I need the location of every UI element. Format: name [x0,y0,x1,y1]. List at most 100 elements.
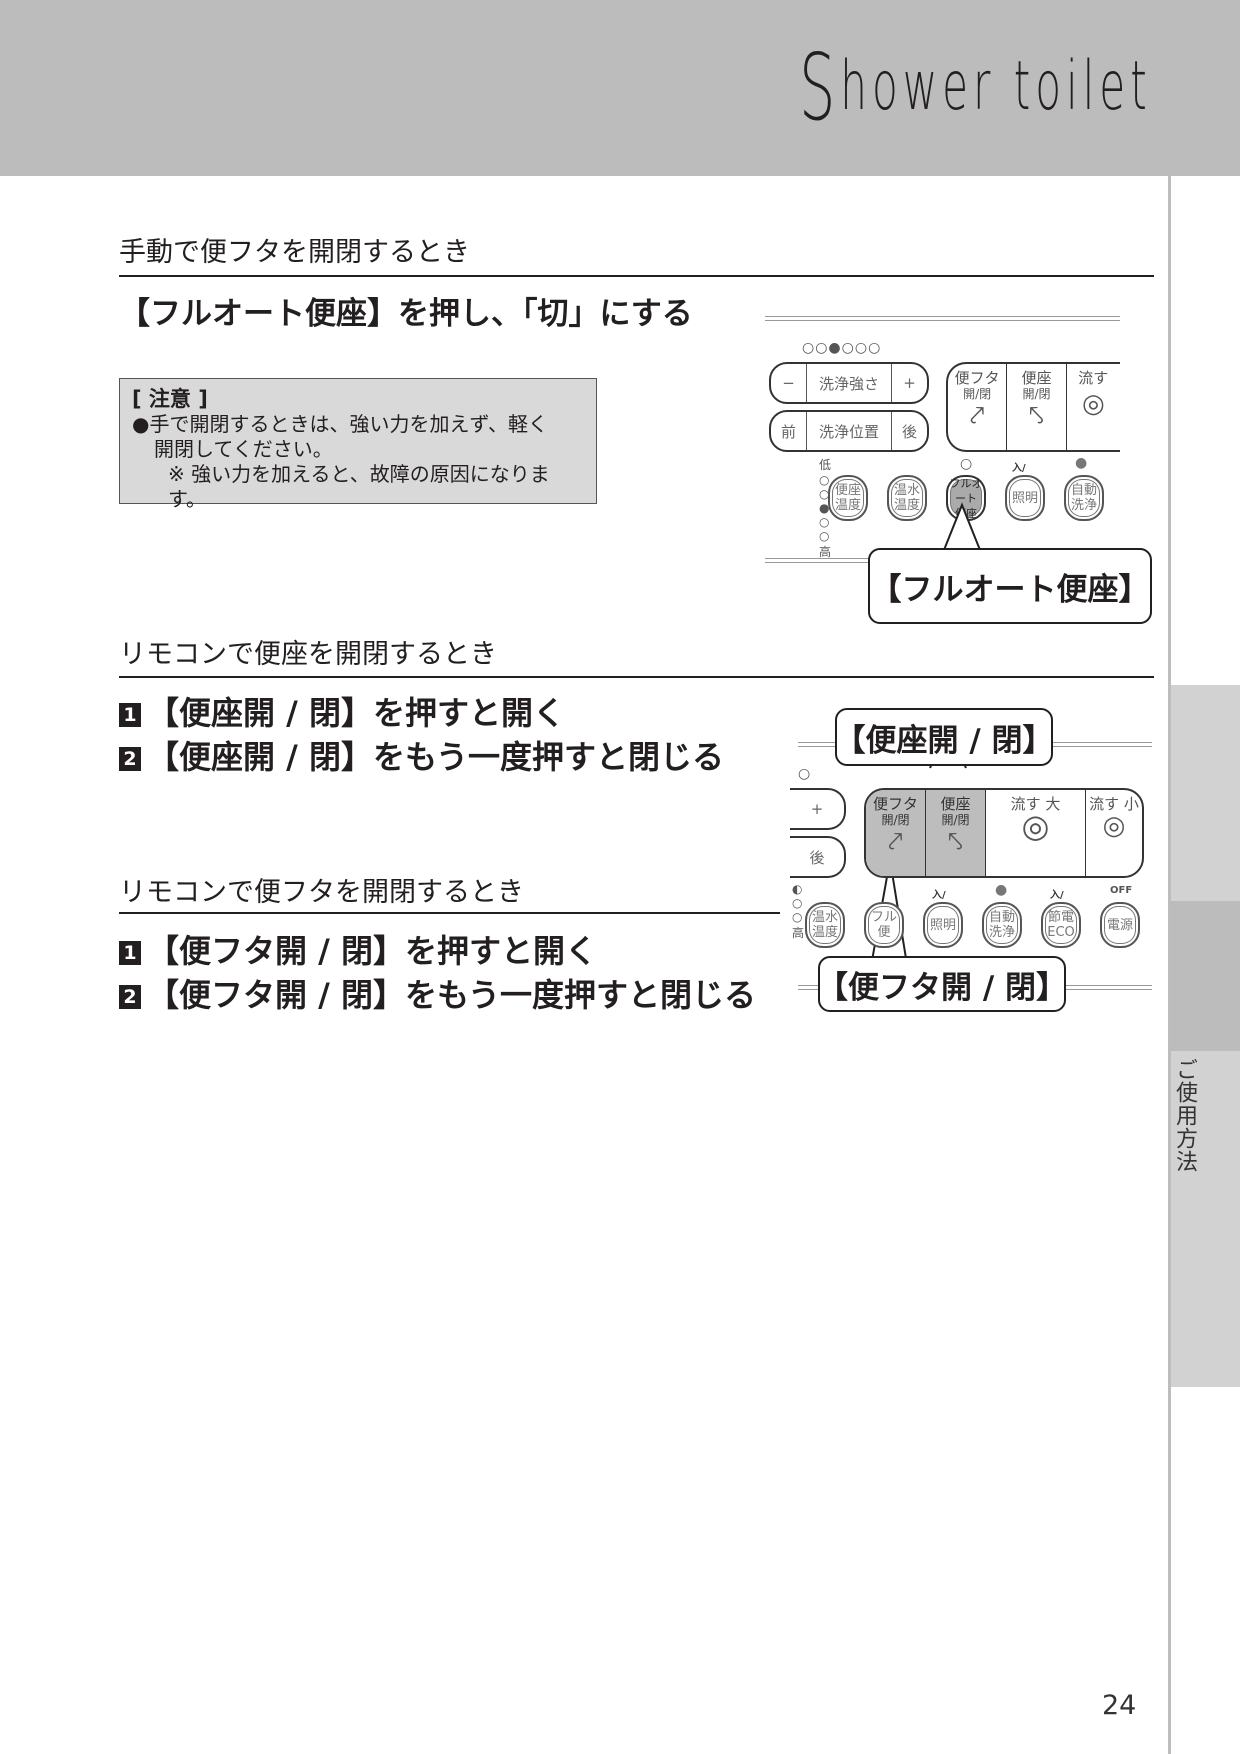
brand-initial: S [799,34,841,141]
toilet-lid-icon: ⤤ [888,827,903,857]
side-tab-label: ご使用方法 [1172,1058,1197,1173]
open-close-panel-1: 便フタ 開/閉 ⤤ 便座 開/閉 ⤣ 流す ◎ [946,362,1120,452]
lid-open-close-button-1[interactable]: 便フタ 開/閉 ⤤ [948,364,1008,450]
caution-line-1: ●手で開閉するときは、強い力を加えず、軽く [132,412,549,436]
side-tab-usage [1171,1051,1240,1387]
callout-full-auto-seat: 【フルオート便座】 [868,548,1152,624]
step-text: 【便フタ開 / 閉】をもう一度押すと閉じる [147,976,757,1014]
seat-step-2: 2【便座開 / 閉】をもう一度押すと閉じる [119,732,724,778]
section-rule [119,275,1154,277]
caution-title: [ 注意 ] [132,387,208,411]
page-number: 24 [1102,1690,1137,1721]
remote2-plus-button[interactable]: + [790,788,846,830]
water-temp-button[interactable]: 温水 温度 [887,475,927,521]
section-heading-manual-lid: 手動で便フタを開閉するとき [119,237,470,268]
flush-label: 流す [1078,369,1109,387]
callout-lid-open-close: 【便フタ開 / 閉】 [817,956,1067,1012]
off-label: OFF [1110,885,1133,896]
section-heading-remote-lid: リモコンで便フタを開閉するとき [119,877,524,908]
lid-sub-label: 開/閉 [881,813,910,827]
swirl-small-icon: ◎ [1102,811,1126,841]
full-auto-indicator: ○ [960,456,974,472]
brand-text: hower toilet [840,47,1152,126]
lid-label: 便フタ [872,795,918,813]
side-tab-light [1171,685,1240,901]
remote2-bottom-line-left [798,985,820,990]
water-temp-button-2[interactable]: 温水 温度 [805,902,845,948]
remote2-top-line-right [1052,742,1152,747]
flush-large-button[interactable]: 流す 大 ◎ [986,790,1086,876]
seat-open-close-button[interactable]: 便座 開/閉 ⤣ [926,790,986,876]
lid-label: 便フタ [954,369,1000,387]
position-front-button[interactable]: 前 [771,412,807,450]
full-auto-seat-button[interactable]: フルオート 便座 [946,475,986,521]
caution-line-3: ※ 強い力を加えると、故障の原因になります。 [168,462,550,511]
side-tab-dark [1171,901,1240,1051]
seat-sub-label: 開/閉 [1022,387,1051,401]
seat-open-close-button-1[interactable]: 便座 開/閉 ⤣ [1007,364,1067,450]
temperature-indicator-dots: 低 ○ ○ ● ○ ○ 高 [819,458,833,559]
seat-sub-label: 開/閉 [941,813,970,827]
swirl-large-icon: ◎ [1021,807,1050,845]
position-label: 洗浄位置 [818,422,879,441]
lid-step-1: 1【便フタ開 / 閉】を押すと開く [119,926,597,972]
instruction-full-auto-off: 【フルオート便座】を押し、「切」にする [119,296,693,332]
auto-flush-button-2[interactable]: 自動 洗浄 [982,902,1022,948]
remote-top-line [765,316,1120,321]
lid-step-2: 2【便フタ開 / 閉】をもう一度押すと閉じる [119,970,756,1016]
seat-label: 便座 [1021,369,1052,387]
side-rule [1168,176,1171,1754]
brand-logo: Shower toilet [799,24,1152,141]
swirl-icon: ◎ [1081,389,1105,419]
full-auto-seat-button-2[interactable]: フル 便 [864,902,904,948]
section-heading-remote-seat: リモコンで便座を開閉するとき [119,639,497,670]
auto-flush-button[interactable]: 自動 洗浄 [1064,475,1104,521]
toilet-lid-icon: ⤤ [969,401,985,431]
auto-flush-indicator: ● [1075,455,1089,471]
header-band: Shower toilet [0,0,1240,176]
flush-small-button[interactable]: 流す 小 ◎ [1086,790,1142,876]
section-rule [119,912,780,914]
step-text: 【便座開 / 閉】をもう一度押すと閉じる [147,738,725,776]
light-button-2[interactable]: 照明 [923,902,963,948]
step-number: 1 [119,703,141,727]
auto-flush-indicator: ● [995,882,1009,898]
seat-label: 便座 [940,795,971,813]
remote2-dot: ○ [798,766,812,782]
step-number: 2 [119,985,141,1009]
flush-large-label: 流す 大 [1010,795,1061,813]
remote2-back-button[interactable]: 後 [790,836,846,878]
remote-bottom-line [765,558,875,563]
section-rule [119,676,1154,678]
strength-plus-button[interactable]: + [890,364,927,402]
strength-label: 洗浄強さ [818,374,879,393]
light-button[interactable]: 照明 [1005,475,1045,521]
remote2-top-line-left [798,742,838,747]
position-control: 前 洗浄位置 後 [769,410,929,452]
toilet-seat-icon: ⤣ [948,827,963,857]
callout-seat-open-close: 【便座開 / 閉】 [835,708,1053,766]
strength-indicator-dots: ○○●○○○ [802,340,882,356]
remote2-temp-dots: ◐ ○ ○ 高 [792,882,806,940]
flush-small-label: 流す 小 [1089,795,1139,813]
seat-step-1: 1【便座開 / 閉】を押すと開く [119,688,565,734]
toilet-seat-icon: ⤣ [1029,401,1044,431]
eco-button[interactable]: 節電 ECO [1041,902,1081,948]
strength-control: − 洗浄強さ + [769,362,929,404]
remote2-bottom-line-right [1064,985,1152,990]
step-text: 【便フタ開 / 閉】を押すと開く [147,932,597,970]
caution-line-2: 開閉してください。 [154,437,333,461]
power-label: 電源 [1106,917,1133,933]
flush-button-1[interactable]: 流す ◎ [1067,364,1120,450]
lid-open-close-button[interactable]: 便フタ 開/閉 ⤤ [866,790,926,876]
caution-box: [ 注意 ] ●手で開閉するときは、強い力を加えず、軽く 開閉してください。 ※… [119,378,597,511]
position-back-button[interactable]: 後 [890,412,927,450]
seat-temp-button[interactable]: 便座 温度 [828,475,868,521]
open-close-panel-2: 便フタ 開/閉 ⤤ 便座 開/閉 ⤣ 流す 大 ◎ 流す 小 ◎ [864,788,1144,878]
lid-sub-label: 開/閉 [963,387,992,401]
step-text: 【便座開 / 閉】を押すと開く [147,694,565,732]
step-number: 2 [119,747,141,771]
power-button[interactable]: 電源 [1100,902,1140,948]
strength-minus-button[interactable]: − [771,364,807,402]
step-number: 1 [119,941,141,965]
